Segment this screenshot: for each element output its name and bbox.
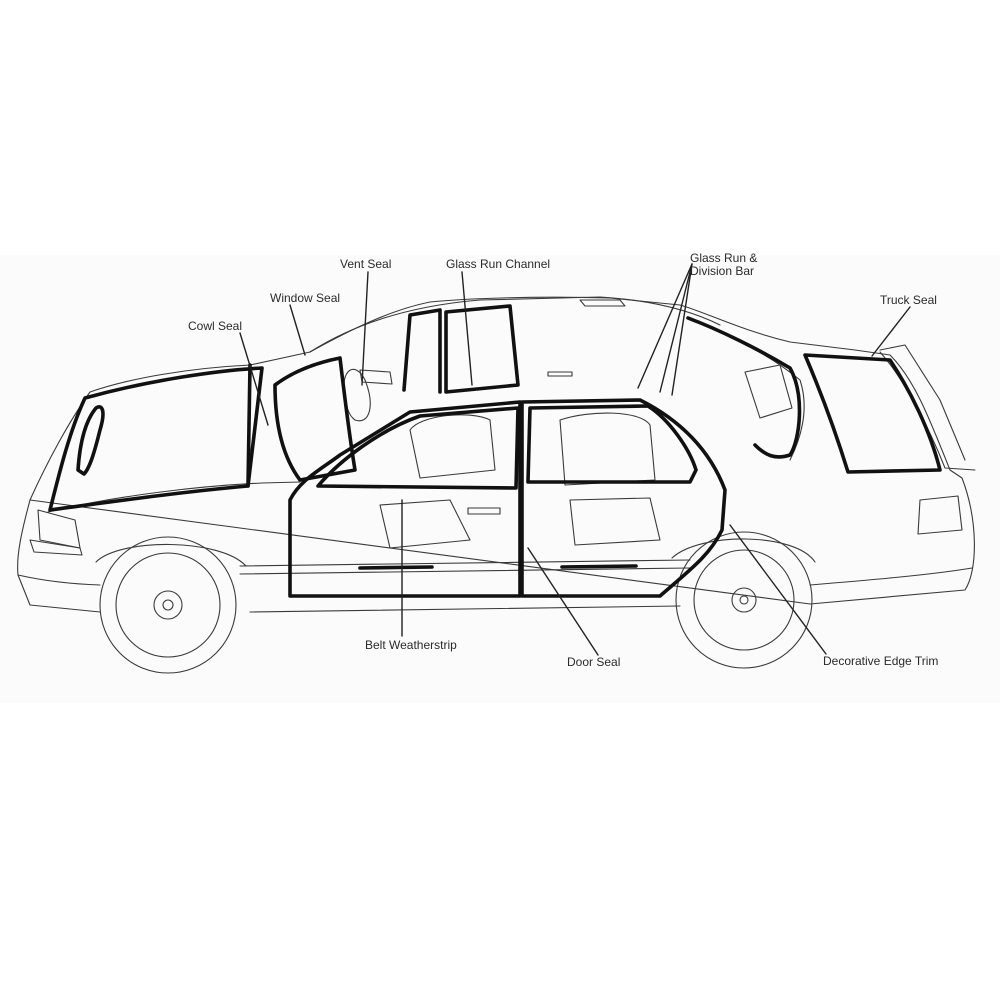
division-bar-seal <box>688 318 799 457</box>
belt-weatherstrip-rear <box>562 566 636 567</box>
bumper-front <box>18 540 100 585</box>
label-division-bar-line2: Division Bar <box>690 265 757 278</box>
label-door-seal: Door Seal <box>567 656 620 669</box>
sunroof <box>580 300 625 306</box>
front-seat <box>380 415 495 548</box>
label-truck-seal: Truck Seal <box>880 294 937 307</box>
rear-wheel <box>672 532 815 668</box>
side-mirror <box>360 370 392 384</box>
glass-run-channel-seal <box>446 306 518 392</box>
hood-vent-seal <box>78 407 103 474</box>
trunk-seal <box>805 355 940 472</box>
label-window-seal: Window Seal <box>270 292 340 305</box>
label-cowl-seal: Cowl Seal <box>188 320 242 333</box>
label-glass-run-division-bar: Glass Run & Division Bar <box>690 252 757 278</box>
rear-package-tray <box>745 365 792 418</box>
front-wheel <box>96 537 246 673</box>
seal-lines <box>50 306 940 596</box>
rear-seat <box>560 413 660 545</box>
belt-weatherstrip-front <box>360 567 432 568</box>
label-vent-seal: Vent Seal <box>340 258 391 271</box>
label-decorative-edge-trim: Decorative Edge Trim <box>823 655 938 668</box>
bumper-rear <box>810 496 972 585</box>
vent-frame-seal <box>404 310 440 392</box>
car-body-outline <box>18 297 975 612</box>
label-glass-run-channel: Glass Run Channel <box>446 258 550 271</box>
label-belt-weatherstrip: Belt Weatherstrip <box>365 639 457 652</box>
decorative-edge-trim-seal <box>248 365 250 486</box>
car-silhouette <box>18 297 975 612</box>
